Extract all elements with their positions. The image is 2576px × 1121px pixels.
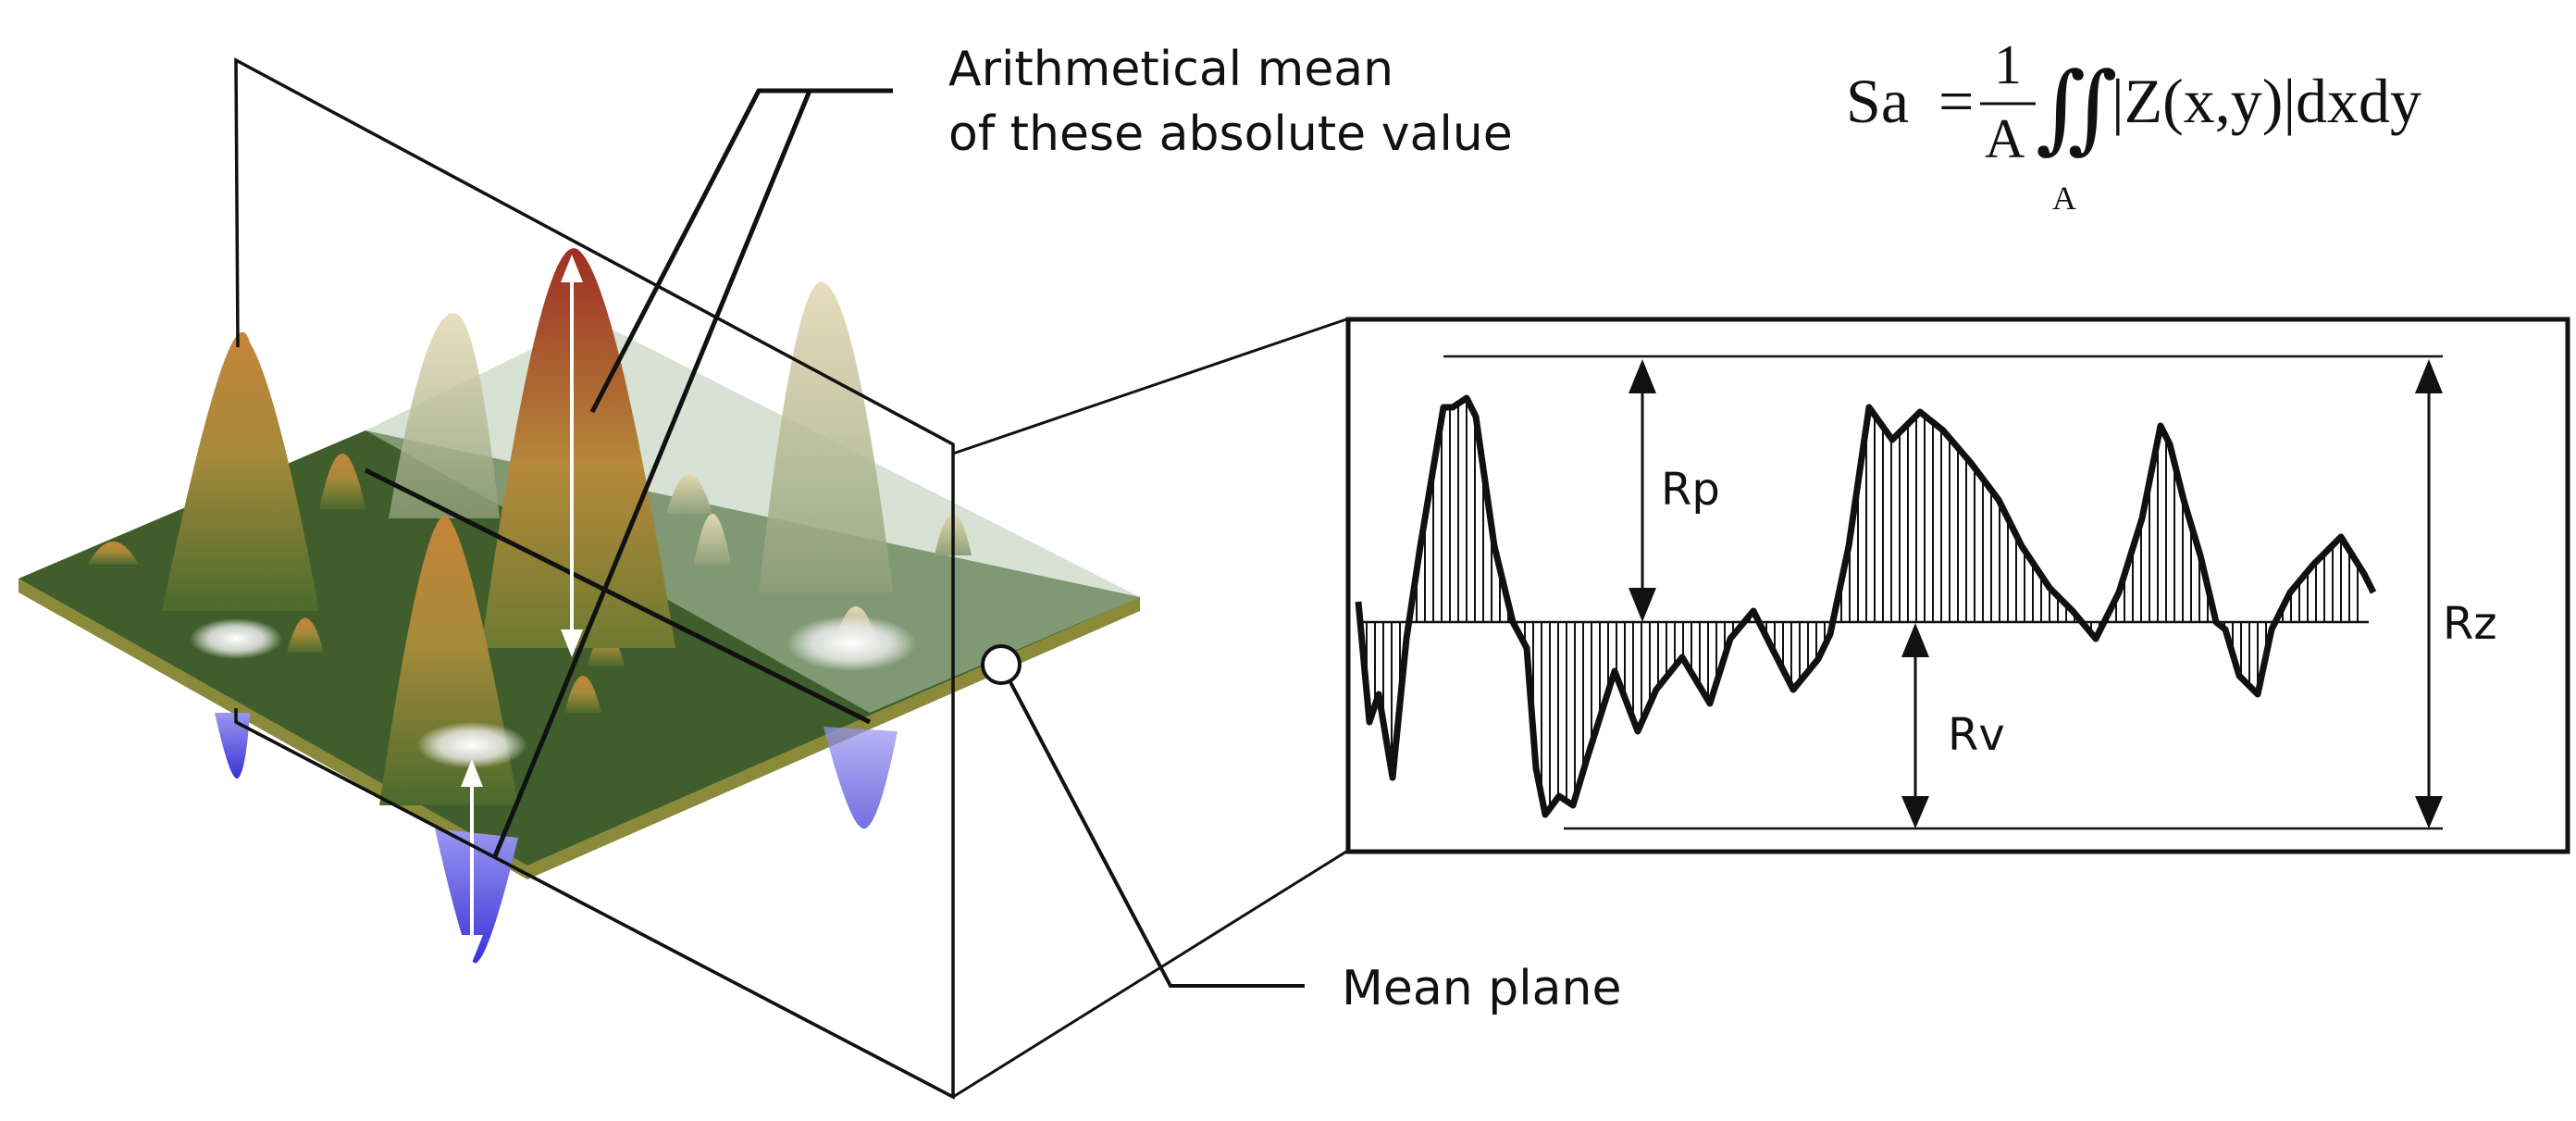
rp-label: Rp: [1661, 464, 1720, 516]
glow-spot: [786, 616, 916, 671]
rz-arrow: [2415, 359, 2443, 828]
projection-lines: [952, 318, 1347, 1099]
profile-panel: Rp Rv Rz: [1345, 317, 2570, 854]
glow-spot: [416, 722, 527, 768]
formula-equals: =: [1938, 66, 1974, 136]
formula-domain: A: [2052, 180, 2076, 217]
sa-formula: Sa = 1 A ∬ A |Z(x,y)|dxdy: [1846, 34, 2421, 217]
valley-right: [824, 727, 898, 829]
peak-back-faint: [389, 313, 500, 518]
bump: [694, 514, 731, 565]
formula-integrand: |Z(x,y)|dxdy: [2112, 66, 2421, 136]
annotation-leaders: [492, 88, 893, 857]
peak-right-faint: [759, 281, 893, 592]
surface-3d: [19, 248, 1140, 964]
valley-left: [215, 713, 250, 779]
bump: [319, 454, 365, 509]
mean-plane-marker: [981, 644, 1305, 988]
profile-hatch: [1358, 398, 2364, 815]
valley-center: [435, 828, 518, 964]
bump: [88, 542, 139, 565]
bump: [564, 676, 601, 713]
peak-left: [162, 331, 319, 611]
annotation-arithmetical-mean-2: of these absolute value: [948, 106, 1513, 162]
formula-numerator: 1: [1994, 34, 2022, 95]
cutting-plane: [234, 57, 955, 1100]
section-line: [364, 467, 872, 725]
rp-arrow: [1629, 359, 1656, 622]
annotation-arithmetical-mean-1: Arithmetical mean: [948, 42, 1393, 97]
glow-spot: [190, 618, 282, 659]
rz-label: Rz: [2443, 598, 2497, 650]
rv-arrow: [1901, 623, 1929, 828]
formula-denominator: A: [1985, 108, 2025, 169]
bump: [666, 474, 712, 514]
deviation-arrow-valley: [461, 759, 483, 963]
formula-integral: ∬: [2036, 56, 2118, 162]
rv-label: Rv: [1948, 709, 2005, 761]
deviation-arrow-peak: [561, 255, 583, 657]
bump: [287, 617, 324, 653]
profile-curve: [1355, 394, 2377, 818]
formula-lhs: Sa: [1846, 66, 1909, 136]
annotation-mean-plane: Mean plane: [1342, 961, 1621, 1016]
peak-red-tall: [481, 248, 675, 648]
